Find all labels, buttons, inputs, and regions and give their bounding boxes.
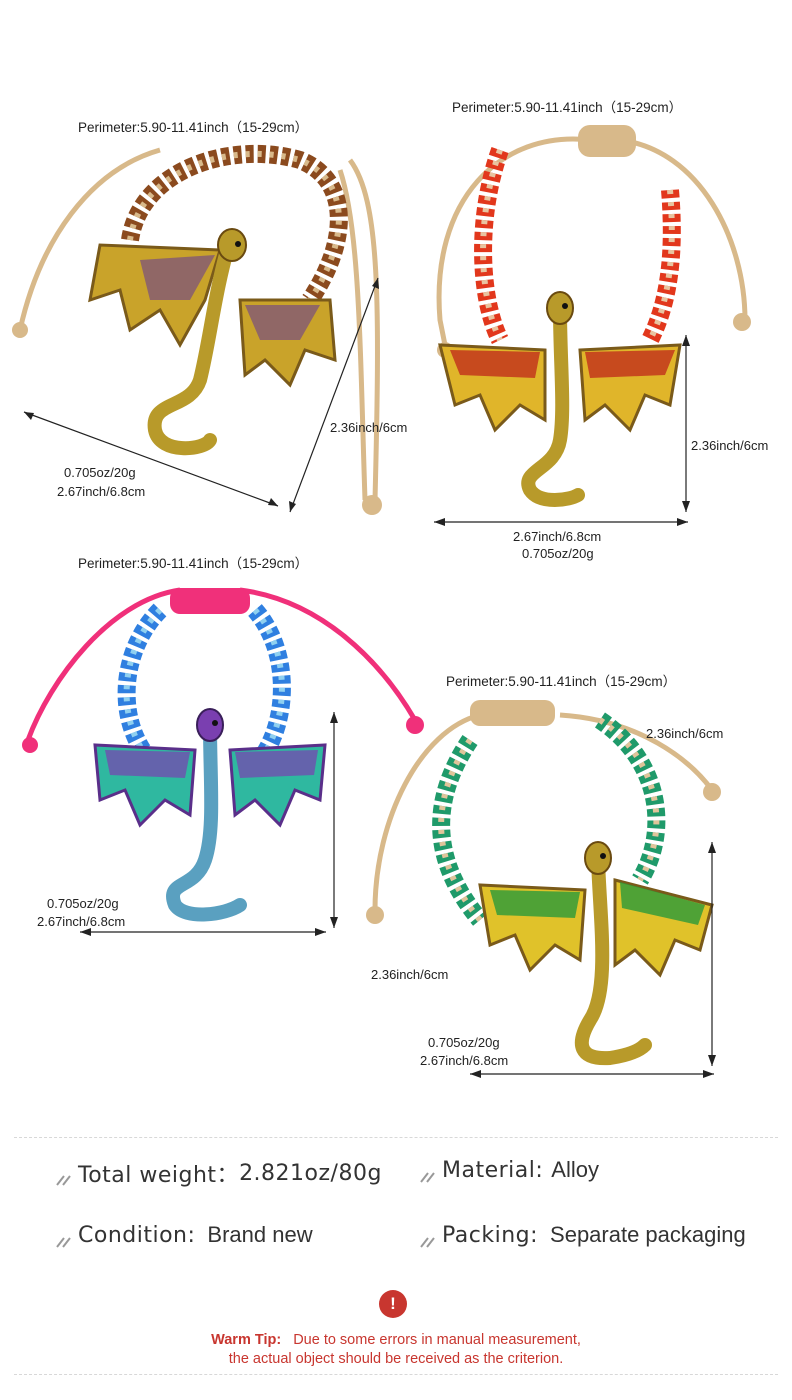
divider-top — [14, 1137, 778, 1138]
wing-shade — [235, 750, 318, 778]
wing-shade — [490, 890, 580, 918]
width-label: 2.67inch/6.8cm — [420, 1053, 509, 1068]
spec-material: Material: Alloy — [420, 1157, 599, 1183]
spec-packing: Packing: Separate packaging — [420, 1222, 746, 1248]
height-label-top: 2.36inch/6cm — [646, 726, 724, 741]
wing-shade — [105, 750, 190, 778]
spec-condition: Condition: Brand new — [56, 1222, 313, 1248]
perimeter-label: Perimeter:5.90-11.41inch（15-29cm） — [78, 556, 309, 571]
cord-knot — [703, 783, 721, 801]
perimeter-label: Perimeter:5.90-11.41inch（15-29cm） — [452, 100, 683, 115]
slash-bullet-icon — [420, 1229, 436, 1248]
slash-bullet-icon — [420, 1164, 436, 1183]
width-label: 2.67inch/6.8cm — [513, 529, 602, 544]
cord — [559, 712, 715, 792]
cord — [372, 712, 481, 911]
slide-knot — [170, 588, 250, 614]
cord — [347, 158, 380, 501]
wing-shade — [140, 255, 215, 300]
weight-label: 0.705oz/20g — [47, 896, 119, 911]
warm-tip-label: Warm Tip: — [211, 1332, 282, 1348]
height-label: 2.36inch/6cm — [330, 420, 408, 435]
slash-bullet-icon — [56, 1167, 72, 1186]
height-label: 2.36inch/6cm — [371, 967, 449, 982]
wing-shade — [450, 350, 540, 378]
slide-knot — [470, 700, 555, 726]
spec-value: Alloy — [551, 1157, 599, 1182]
weight-label: 0.705oz/20g — [428, 1035, 500, 1050]
spec-label: Material: — [442, 1157, 544, 1183]
dragon-eye — [562, 303, 568, 309]
braid-inner — [123, 607, 163, 762]
height-label: 2.36inch/6cm — [691, 438, 769, 453]
dragon-head — [546, 291, 574, 325]
cord — [17, 147, 161, 331]
wing-shade — [585, 350, 675, 378]
weight-label: 0.705oz/20g — [522, 546, 594, 561]
braid — [641, 189, 681, 345]
wing-shade — [620, 882, 705, 925]
cord — [337, 169, 368, 501]
dragon-body — [521, 303, 585, 507]
spec-label: Condition: — [78, 1222, 196, 1248]
braid-inner — [438, 738, 483, 922]
dragon-head — [217, 228, 247, 262]
spec-label: Packing: — [442, 1222, 539, 1248]
cord-knot — [366, 906, 384, 924]
braid-inner — [480, 148, 503, 342]
dragon-body — [147, 233, 237, 456]
spec-value: Brand new — [207, 1222, 313, 1247]
cord-knot — [406, 716, 424, 734]
cord-knot — [362, 495, 382, 515]
exclamation-icon: ! — [379, 1290, 407, 1318]
warm-tip-line1: Warm Tip: Due to some errors in manual me… — [0, 1331, 792, 1350]
perimeter-label: Perimeter:5.90-11.41inch（15-29cm） — [78, 120, 309, 135]
spec-value: Separate packaging — [550, 1222, 746, 1247]
perimeter-label: Perimeter:5.90-11.41inch（15-29cm） — [446, 674, 677, 689]
cord — [25, 587, 181, 741]
wing-shade — [245, 305, 320, 340]
spec-label: Total weight： — [78, 1163, 240, 1188]
slash-bullet-icon — [56, 1229, 72, 1248]
cord-knot — [22, 737, 38, 753]
braid-inner — [598, 717, 660, 882]
cord — [239, 587, 418, 722]
dragon-eye — [235, 241, 241, 247]
height-arrow — [289, 277, 379, 513]
dragon-body — [166, 718, 247, 922]
slide-knot — [578, 125, 636, 157]
dragon-body — [574, 853, 652, 1066]
width-arrow — [23, 411, 279, 507]
braid — [247, 604, 291, 766]
braid — [121, 144, 348, 305]
weight-label: 0.705oz/20g — [64, 465, 136, 480]
cord — [436, 136, 591, 346]
dragon-eye — [600, 853, 606, 859]
warm-tip-text: Due to some errors in manual measurement… — [293, 1332, 581, 1348]
dragon-head — [196, 708, 224, 742]
braid — [432, 735, 487, 926]
cord-knot — [733, 313, 751, 331]
dragon-head — [584, 841, 612, 875]
divider-bottom — [14, 1374, 778, 1375]
width-label: 2.67inch/6.8cm — [57, 484, 146, 499]
spec-total-weight: Total weight： 2.821oz/80g — [56, 1157, 382, 1189]
cord-knot — [12, 322, 28, 338]
dragon-eye — [212, 720, 218, 726]
cord — [619, 137, 748, 321]
width-label: 2.67inch/6.8cm — [37, 914, 126, 929]
spec-value: 2.821oz/80g — [239, 1160, 382, 1186]
warm-tip-line2: the actual object should be received as … — [228, 1351, 564, 1367]
